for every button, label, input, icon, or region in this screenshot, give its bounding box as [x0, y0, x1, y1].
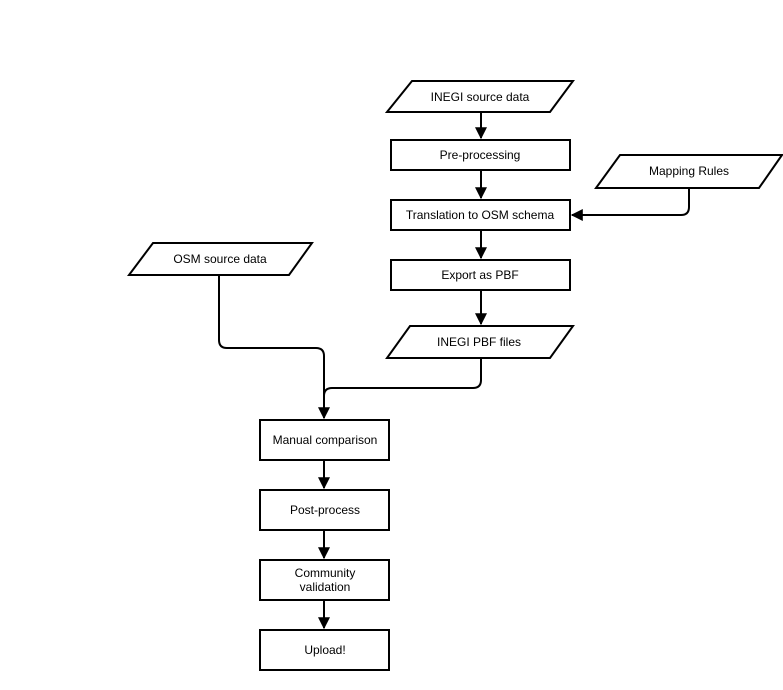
node-manual-comparison: Manual comparison [259, 419, 390, 461]
process-box [390, 139, 571, 171]
node-label: Upload! [304, 643, 345, 657]
process-box [259, 419, 390, 461]
node-upload: Upload! [259, 629, 390, 671]
edge-mapping-rules-to-translation [570, 188, 690, 221]
process-box [259, 559, 390, 601]
node-inegi-pbf-files: INEGI PBF files [385, 325, 575, 359]
node-label: Mapping Rules [649, 164, 729, 178]
node-label: Translation to OSM schema [406, 208, 555, 222]
node-inegi-source-data: INEGI source data [384, 80, 575, 113]
node-label-line-1: Community [295, 566, 356, 580]
data-shape [384, 80, 575, 113]
edge-osm-source-to-manual-comparison [218, 275, 330, 420]
data-shape [385, 325, 575, 359]
node-mapping-rules: Mapping Rules [594, 154, 783, 189]
node-post-process: Post-process [259, 489, 390, 531]
node-label: Pre-processing [440, 148, 521, 162]
node-label: INEGI PBF files [437, 335, 521, 349]
node-label-line-2: validation [300, 580, 351, 594]
process-box [390, 259, 571, 291]
node-community-validation: Community validation [259, 559, 390, 601]
data-shape [127, 242, 314, 276]
node-export-as-pbf: Export as PBF [390, 259, 571, 291]
node-label: Manual comparison [273, 433, 378, 447]
node-osm-source-data: OSM source data [127, 242, 314, 276]
node-label: OSM source data [173, 252, 267, 266]
process-box [390, 199, 571, 231]
node-pre-processing: Pre-processing [390, 139, 571, 171]
node-translation-to-osm-schema: Translation to OSM schema [390, 199, 571, 231]
node-label: Post-process [290, 503, 360, 517]
edge-inegi-pbf-to-manual-comparison [323, 358, 482, 418]
node-label: INEGI source data [431, 90, 530, 104]
data-shape [594, 154, 783, 189]
node-label: Export as PBF [441, 268, 518, 282]
process-box [259, 489, 390, 531]
process-box [259, 629, 390, 671]
